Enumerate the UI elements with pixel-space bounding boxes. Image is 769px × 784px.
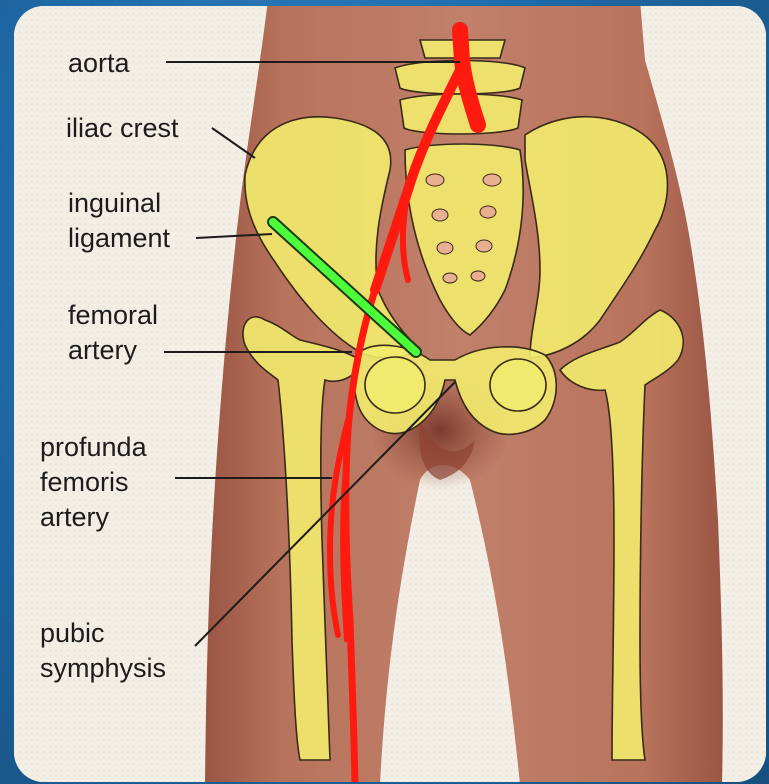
label-inguinal-ligament: inguinal ligament <box>68 186 170 256</box>
label-iliac-crest: iliac crest <box>66 111 179 146</box>
label-femoral-artery: femoral artery <box>68 298 158 368</box>
left-femoral-head <box>365 357 425 413</box>
lumbar-vertebra-lower <box>400 94 522 134</box>
diagram-card: aorta iliac crest inguinal ligament femo… <box>14 6 766 782</box>
label-pubic-symphysis: pubic symphysis <box>40 616 166 686</box>
label-aorta: aorta <box>68 46 130 81</box>
right-femoral-head <box>490 359 546 411</box>
label-profunda-femoris-artery: profunda femoris artery <box>40 430 147 535</box>
